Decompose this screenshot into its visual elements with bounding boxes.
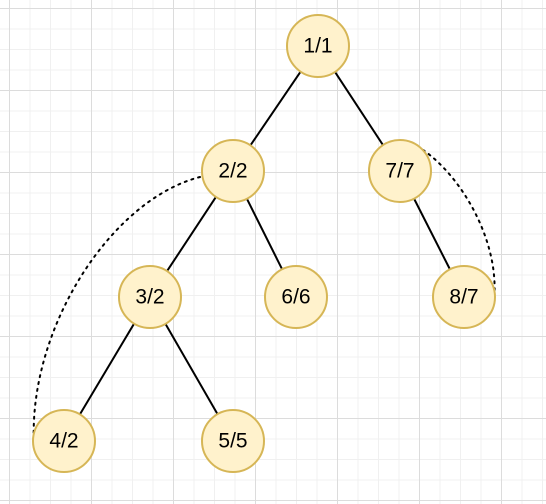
edge-n7-n8 — [413, 198, 451, 270]
tree-node-n8[interactable]: 8/7 — [432, 265, 496, 329]
dotted-link-n2-n4 — [32, 176, 201, 445]
edge-n3-n4 — [79, 323, 135, 415]
edge-n1-n7 — [334, 71, 384, 146]
tree-node-n1[interactable]: 1/1 — [286, 14, 350, 78]
node-circle — [368, 139, 432, 203]
node-circle — [201, 139, 265, 203]
edge-n3-n5 — [164, 323, 219, 415]
node-circle — [264, 265, 328, 329]
tree-node-n7[interactable]: 7/7 — [368, 139, 432, 203]
node-circle — [286, 14, 350, 78]
tree-node-n3[interactable]: 3/2 — [118, 265, 182, 329]
node-label: 6/6 — [281, 286, 310, 309]
edge-n2-n3 — [166, 196, 217, 272]
node-label: 4/2 — [49, 430, 78, 453]
edge-n1-n2 — [249, 71, 302, 146]
node-label: 5/5 — [218, 430, 247, 453]
node-label: 8/7 — [449, 286, 478, 309]
node-label: 7/7 — [385, 160, 414, 183]
node-label: 3/2 — [135, 286, 164, 309]
node-circle — [32, 409, 96, 473]
node-label: 2/2 — [218, 160, 247, 183]
node-circle — [118, 265, 182, 329]
tree-node-n2[interactable]: 2/2 — [201, 139, 265, 203]
node-circle — [432, 265, 496, 329]
node-label: 1/1 — [303, 35, 332, 58]
edge-n2-n6 — [245, 198, 284, 270]
tree-node-n4[interactable]: 4/2 — [32, 409, 96, 473]
tree-node-n6[interactable]: 6/6 — [264, 265, 328, 329]
tree-node-n5[interactable]: 5/5 — [201, 409, 265, 473]
node-circle — [201, 409, 265, 473]
